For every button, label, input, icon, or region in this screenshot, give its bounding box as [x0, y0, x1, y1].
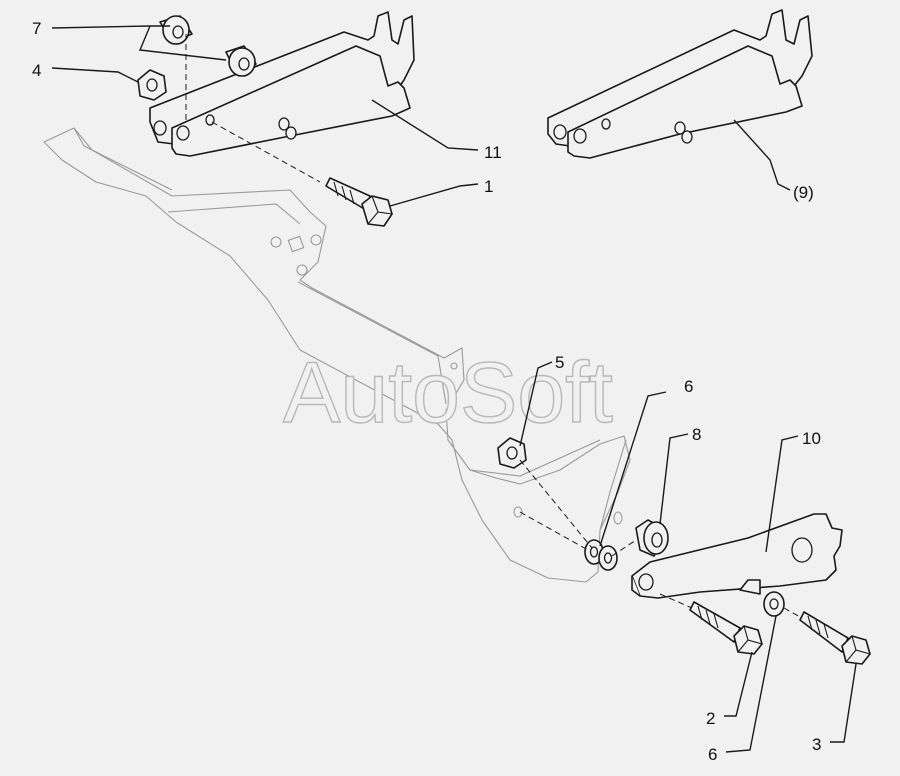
bracket-11: [149, 11, 415, 157]
bushing-7a: [159, 15, 193, 45]
callout-6-lower: 6: [708, 745, 717, 764]
callout-10: 10: [802, 429, 821, 448]
bolt-1: [325, 177, 393, 227]
nut-4: [137, 69, 167, 101]
washer-6a: [584, 539, 618, 571]
callout-1: 1: [484, 177, 493, 196]
callout-8: 8: [692, 425, 701, 444]
callout-labels: 7 4 11 1 (9) 5 6 8 10 2 6 3: [32, 19, 821, 764]
bracket-9: [547, 9, 813, 159]
pedal-frame-background: [43, 127, 631, 583]
callout-2: 2: [706, 709, 715, 728]
bolt-3: [799, 611, 871, 665]
bushing-7b: [225, 45, 257, 77]
callout-3: 3: [812, 735, 821, 754]
callout-11: 11: [484, 143, 502, 162]
callout-9: (9): [793, 183, 814, 202]
callout-5: 5: [555, 353, 564, 372]
assembly-axes: [185, 34, 803, 619]
bushing-8: [635, 519, 669, 557]
callout-4: 4: [32, 61, 41, 80]
callout-6-upper: 6: [684, 377, 693, 396]
leader-lines: [51, 25, 857, 753]
lever-10: [631, 513, 843, 599]
callout-7: 7: [32, 19, 41, 38]
washer-6b: [763, 591, 785, 617]
watermark: AutoSoft: [283, 345, 613, 441]
nut-5: [497, 437, 527, 469]
bolt-2: [689, 601, 763, 655]
